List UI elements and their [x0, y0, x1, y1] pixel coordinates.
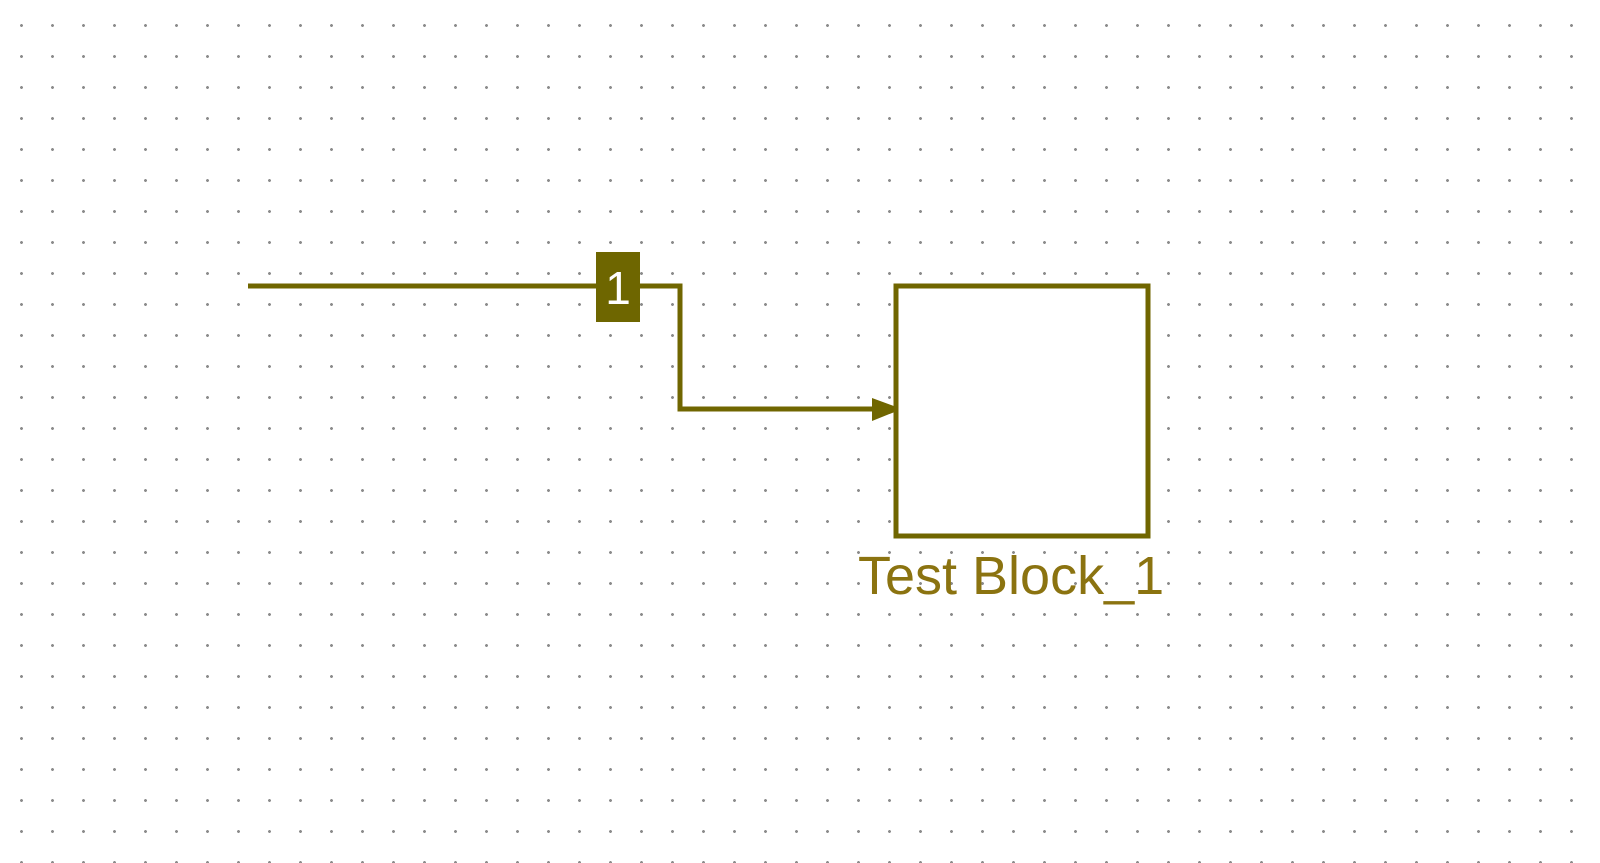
connection-wire[interactable] — [638, 283, 880, 412]
arrowhead-icon — [872, 398, 902, 421]
input-port-number: 1 — [605, 262, 631, 314]
input-port-box[interactable] — [596, 252, 640, 322]
input-port[interactable]: 1 — [596, 252, 640, 322]
test-block[interactable] — [893, 283, 1151, 539]
block-label: Test Block_1 — [858, 546, 1165, 606]
